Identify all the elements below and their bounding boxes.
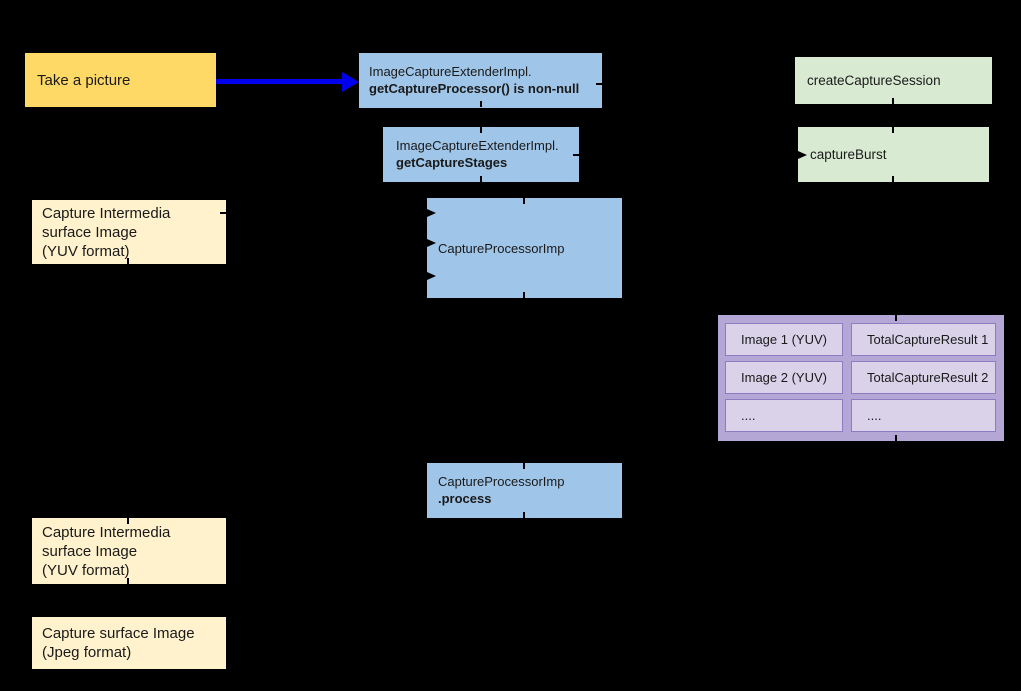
node-get-capture-processor: ImageCaptureExtenderImpl. getCaptureProc… xyxy=(359,53,602,108)
node-label: Take a picture xyxy=(37,71,131,89)
node-capture-surface-jpeg: Capture surface Image (Jpeg format) xyxy=(32,617,226,669)
node-capture-processor-imp: CaptureProcessorImp xyxy=(427,198,622,298)
table-cell-result-2: TotalCaptureResult 2 xyxy=(851,361,996,394)
table-cell-result-more: .... xyxy=(851,399,996,432)
node-label-line1: ImageCaptureExtenderImpl. xyxy=(369,64,532,79)
connector-stub xyxy=(523,512,525,518)
capture-results-table: Image 1 (YUV) TotalCaptureResult 1 Image… xyxy=(718,315,1004,441)
node-label-line2: .process xyxy=(438,490,492,506)
connector-arrowhead-icon xyxy=(798,151,807,159)
node-label: CaptureProcessorImp xyxy=(438,240,565,256)
node-label: captureBurst xyxy=(810,147,887,162)
connector-arrowhead-icon xyxy=(427,209,436,217)
connector-stub xyxy=(892,176,894,182)
connector-arrowhead-icon xyxy=(427,239,436,247)
connector-arrowhead-icon xyxy=(427,272,436,280)
connector-stub xyxy=(480,127,482,133)
connector-stub xyxy=(573,154,579,156)
table-cell-result-1: TotalCaptureResult 1 xyxy=(851,323,996,356)
node-take-a-picture: Take a picture xyxy=(25,53,216,107)
node-get-capture-stages: ImageCaptureExtenderImpl. getCaptureStag… xyxy=(383,127,579,182)
connector-stub xyxy=(127,518,129,524)
table-cell-image-2: Image 2 (YUV) xyxy=(725,361,843,394)
node-label-line1: ImageCaptureExtenderImpl. xyxy=(396,138,559,153)
node-label-line3: (YUV format) xyxy=(42,242,130,260)
connector-stub xyxy=(895,435,897,441)
connector-stub xyxy=(523,198,525,204)
node-label: createCaptureSession xyxy=(807,73,941,88)
connector-stub xyxy=(523,292,525,298)
node-label-line1: Capture surface Image xyxy=(42,625,195,642)
node-capture-intermedia-surface-bottom: Capture Intermedia surface Image (YUV fo… xyxy=(32,518,226,584)
node-create-capture-session: createCaptureSession xyxy=(795,57,992,104)
connector-stub xyxy=(480,176,482,182)
node-capture-intermedia-surface-top: Capture Intermedia surface Image (YUV fo… xyxy=(32,200,226,264)
node-label-line2: surface Image xyxy=(42,542,138,560)
connector-stub xyxy=(523,463,525,469)
table-cell-image-1: Image 1 (YUV) xyxy=(725,323,843,356)
node-label-line1: Capture Intermedia xyxy=(42,204,171,222)
connector-stub xyxy=(127,578,129,584)
node-label-line2: surface Image xyxy=(42,223,138,241)
connector-stub xyxy=(596,83,602,85)
flow-arrow-head-icon xyxy=(342,71,359,92)
node-label-line2: getCaptureProcessor() is non-null xyxy=(369,80,580,96)
connector-stub xyxy=(895,315,897,321)
node-label-line2: (Jpeg format) xyxy=(42,644,132,661)
node-capture-processor-process: CaptureProcessorImp .process xyxy=(427,463,622,518)
connector-stub xyxy=(892,127,894,133)
node-label-line1: CaptureProcessorImp xyxy=(438,474,565,489)
connector-stub xyxy=(220,212,226,214)
node-label-line2: getCaptureStages xyxy=(396,154,508,170)
connector-stub xyxy=(892,98,894,104)
node-label-line3: (YUV format) xyxy=(42,561,130,579)
node-capture-burst: captureBurst xyxy=(798,127,989,182)
flow-arrow-line xyxy=(215,79,343,84)
table-cell-image-more: .... xyxy=(725,399,843,432)
connector-stub xyxy=(127,258,129,264)
node-label-line1: Capture Intermedia xyxy=(42,523,171,541)
connector-stub xyxy=(480,101,482,107)
